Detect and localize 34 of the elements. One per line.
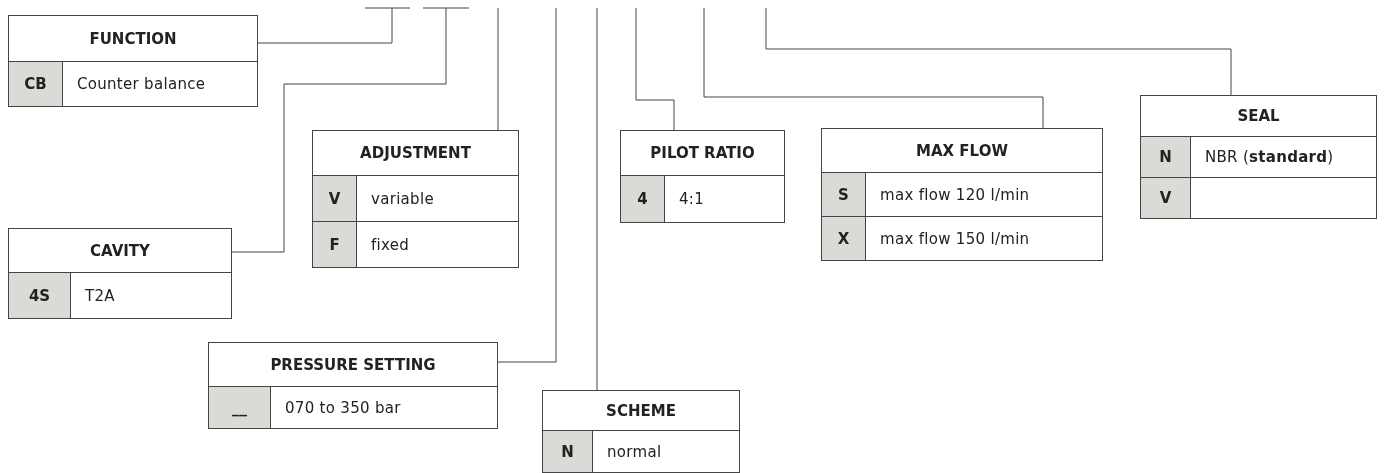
leader-line xyxy=(596,7,598,391)
option-description: 070 to 350 bar xyxy=(270,386,498,429)
option-code: 4 xyxy=(620,175,665,223)
option-code: 4S xyxy=(8,272,71,319)
table-heading: PRESSURE SETTING xyxy=(208,342,498,387)
option-code: F xyxy=(312,221,357,268)
option-code: __ xyxy=(208,386,271,429)
option-description: 4:1 xyxy=(664,175,785,223)
option-description: normal xyxy=(592,430,740,473)
option-description: T2A xyxy=(70,272,232,319)
table-heading: SEAL xyxy=(1140,95,1377,137)
leader-line xyxy=(765,7,1232,96)
leader-line xyxy=(497,7,557,363)
option-code: S xyxy=(821,172,866,217)
table-heading: CAVITY xyxy=(8,228,232,273)
option-code: CB xyxy=(8,61,63,107)
leader-line xyxy=(231,7,447,253)
option-code: V xyxy=(312,175,357,222)
leader-line xyxy=(703,7,1044,129)
leader-line xyxy=(257,7,393,44)
leader-line xyxy=(635,7,675,131)
option-code: N xyxy=(1140,136,1191,178)
table-heading: MAX FLOW xyxy=(821,128,1103,173)
option-code: V xyxy=(1140,177,1191,219)
leader-line xyxy=(497,7,499,131)
table-heading: ADJUSTMENT xyxy=(312,130,519,176)
option-code: X xyxy=(821,216,866,261)
option-description: Counter balance xyxy=(62,61,258,107)
table-heading: PILOT RATIO xyxy=(620,130,785,176)
option-description: max flow 150 l/min xyxy=(865,216,1103,261)
table-heading: SCHEME xyxy=(542,390,740,431)
table-heading: FUNCTION xyxy=(8,15,258,62)
option-code: N xyxy=(542,430,593,473)
option-description: fixed xyxy=(356,221,519,268)
